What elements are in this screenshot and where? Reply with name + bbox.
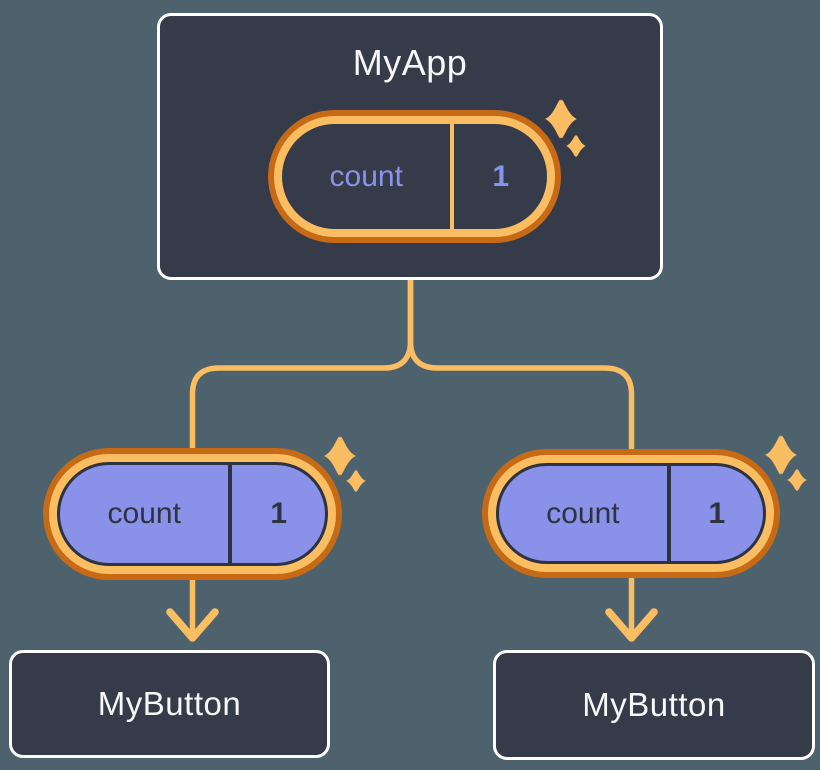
prop-pill-count-right: count 1 [482,449,780,578]
arrow-head-down-icon [605,608,658,642]
state-pill-ring: count 1 [274,116,555,237]
connector-branch-left [189,275,414,455]
state-name-label: count [329,159,403,193]
state-pill-count: count 1 [268,110,561,243]
prop-name-label: count [107,497,181,530]
component-card-mybutton-left: MyButton [9,650,330,758]
component-title: MyButton [97,685,242,722]
prop-name-label: count [546,496,620,530]
connector-branch-right [407,275,635,455]
prop-pill-count-left: count 1 [43,448,342,580]
prop-value-label: 1 [270,497,288,530]
state-value-label: 1 [492,159,510,193]
prop-pill-body: count 1 [57,462,328,566]
component-card-myapp: MyApp count 1 [157,13,663,280]
prop-pill-body: count 1 [496,463,766,564]
pill-divider [450,124,455,229]
pill-divider [666,466,671,561]
component-title: MyButton [582,686,726,723]
arrow-head-down-icon [166,608,219,642]
pill-divider [228,465,233,563]
component-title: MyApp [352,42,468,83]
prop-pill-ring: count 1 [488,455,774,572]
prop-value-label: 1 [708,496,726,530]
prop-pill-ring: count 1 [49,454,336,574]
state-pill-body: count 1 [282,124,547,229]
component-card-mybutton-right: MyButton [493,650,815,760]
